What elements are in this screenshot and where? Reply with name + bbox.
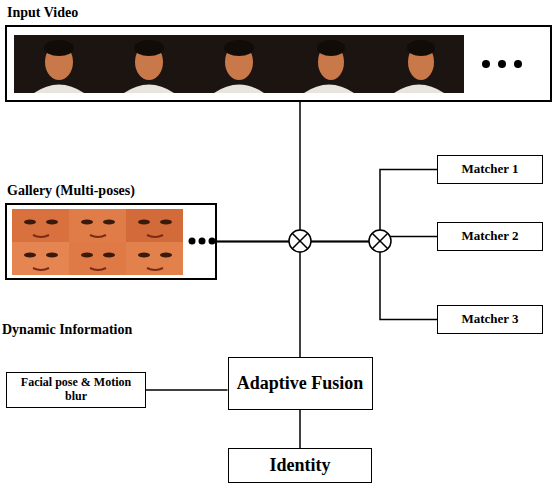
fusion-box: Adaptive Fusion — [228, 357, 373, 410]
connector-line — [217, 170, 437, 242]
node-label: Matcher 2 — [457, 229, 522, 244]
continuation-dots — [482, 60, 522, 68]
panel-heading: Dynamic Information — [2, 322, 132, 338]
matcher-box: Matcher 3 — [437, 305, 543, 334]
identity-box: Identity — [228, 448, 372, 483]
gallery-panel: Gallery (Multi-poses) — [5, 203, 217, 280]
panel-heading: Gallery (Multi-poses) — [7, 183, 135, 199]
gallery-faces — [12, 209, 183, 275]
panel-heading: Input Video — [7, 5, 78, 21]
matcher-box: Matcher 2 — [437, 222, 543, 251]
matcher-box: Matcher 1 — [437, 155, 543, 184]
video-panel: Input Video — [5, 25, 552, 102]
node-label: Adaptive Fusion — [233, 373, 368, 394]
continuation-dots — [189, 238, 216, 245]
video-frames — [14, 35, 464, 93]
node-label: Matcher 3 — [457, 312, 522, 327]
connector-line — [217, 242, 437, 320]
node-label: Identity — [265, 455, 334, 476]
multiply-junction — [369, 230, 391, 252]
multiply-junction — [289, 230, 311, 252]
dynamic-info-box: Dynamic InformationFacial pose & Motion … — [6, 372, 146, 408]
node-label: Facial pose & Motion blur — [7, 376, 145, 404]
node-label: Matcher 1 — [457, 162, 522, 177]
connector-line — [299, 410, 301, 448]
connector-line — [146, 389, 228, 391]
